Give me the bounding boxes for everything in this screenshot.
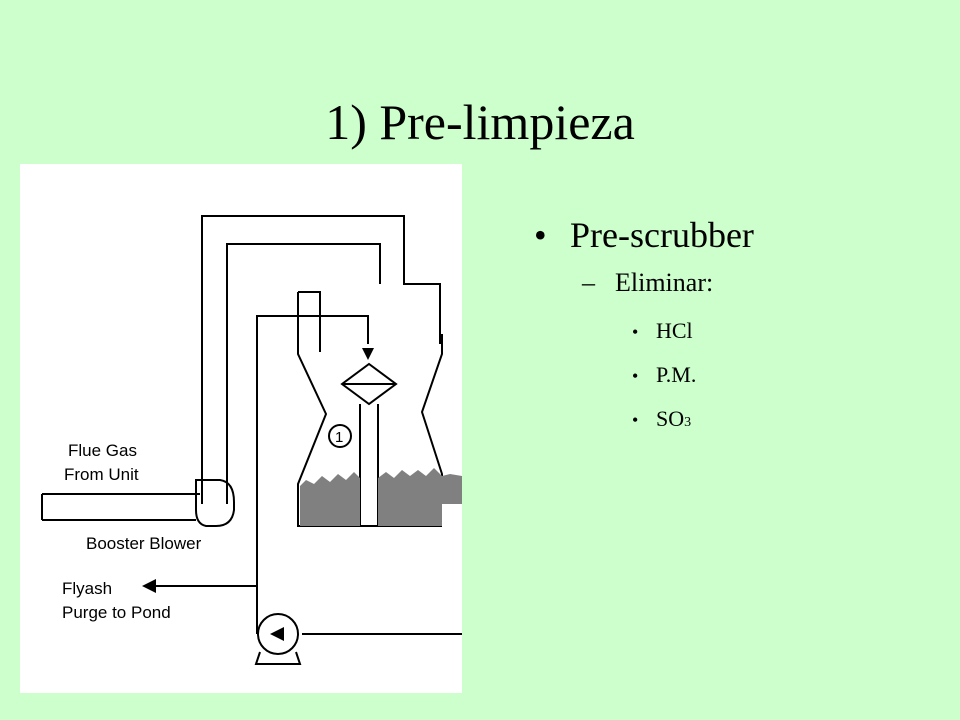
bullet-dash-icon: – (582, 268, 595, 297)
label-stage-number: 1 (335, 429, 343, 446)
bullet-item: • HCl (632, 318, 754, 362)
pump-direction-arrow-icon (270, 627, 284, 641)
bullet-item: • P.M. (632, 362, 754, 406)
vessel-right-wall (420, 334, 462, 485)
slurry-pool-right (378, 468, 462, 526)
label-flyash: Flyash (62, 579, 112, 598)
spray-arrow-icon (362, 348, 374, 360)
stage-number-circle (328, 424, 352, 448)
bullet-item-subscript: 3 (684, 415, 692, 430)
slide-title: 1) Pre-limpieza (325, 94, 635, 150)
label-purge-to-pond: Purge to Pond (62, 603, 171, 622)
bullet-list: • Pre-scrubber – Eliminar: • HCl • P.M. … (534, 214, 754, 450)
pump-base (254, 651, 302, 665)
label-from-unit: From Unit (64, 465, 139, 484)
recycle-line (256, 315, 369, 634)
bullet-item-text: SO (656, 406, 685, 431)
booster-blower-elbow (195, 479, 235, 527)
label-booster-blower: Booster Blower (86, 534, 202, 553)
bullet-main: • Pre-scrubber (534, 214, 754, 268)
pre-scrubber-diagram: Flue Gas From Unit Booster Blower Flyash… (20, 164, 462, 693)
bullet-main-text: Pre-scrubber (570, 215, 754, 255)
bullet-item-text: HCl (656, 318, 693, 343)
bullet-dot-icon: • (632, 410, 639, 430)
slurry-pool-left (300, 472, 360, 526)
vessel-top-left (298, 291, 321, 352)
duct-outer-line (201, 215, 441, 504)
label-flue-gas: Flue Gas (68, 441, 137, 460)
flyash-arrow-icon (142, 579, 156, 593)
process-flow-diagram: Flue Gas From Unit Booster Blower Flyash… (41, 215, 462, 665)
bullet-dot-icon: • (632, 366, 639, 386)
bullet-sub: – Eliminar: (582, 268, 754, 318)
bullet-dot-icon: • (534, 215, 547, 255)
bullet-dot-icon: • (632, 322, 639, 342)
pump-body (257, 613, 299, 655)
bullet-sub-text: Eliminar: (615, 268, 714, 297)
duct-inner-line (226, 243, 381, 504)
bullet-item-text: P.M. (656, 362, 697, 387)
